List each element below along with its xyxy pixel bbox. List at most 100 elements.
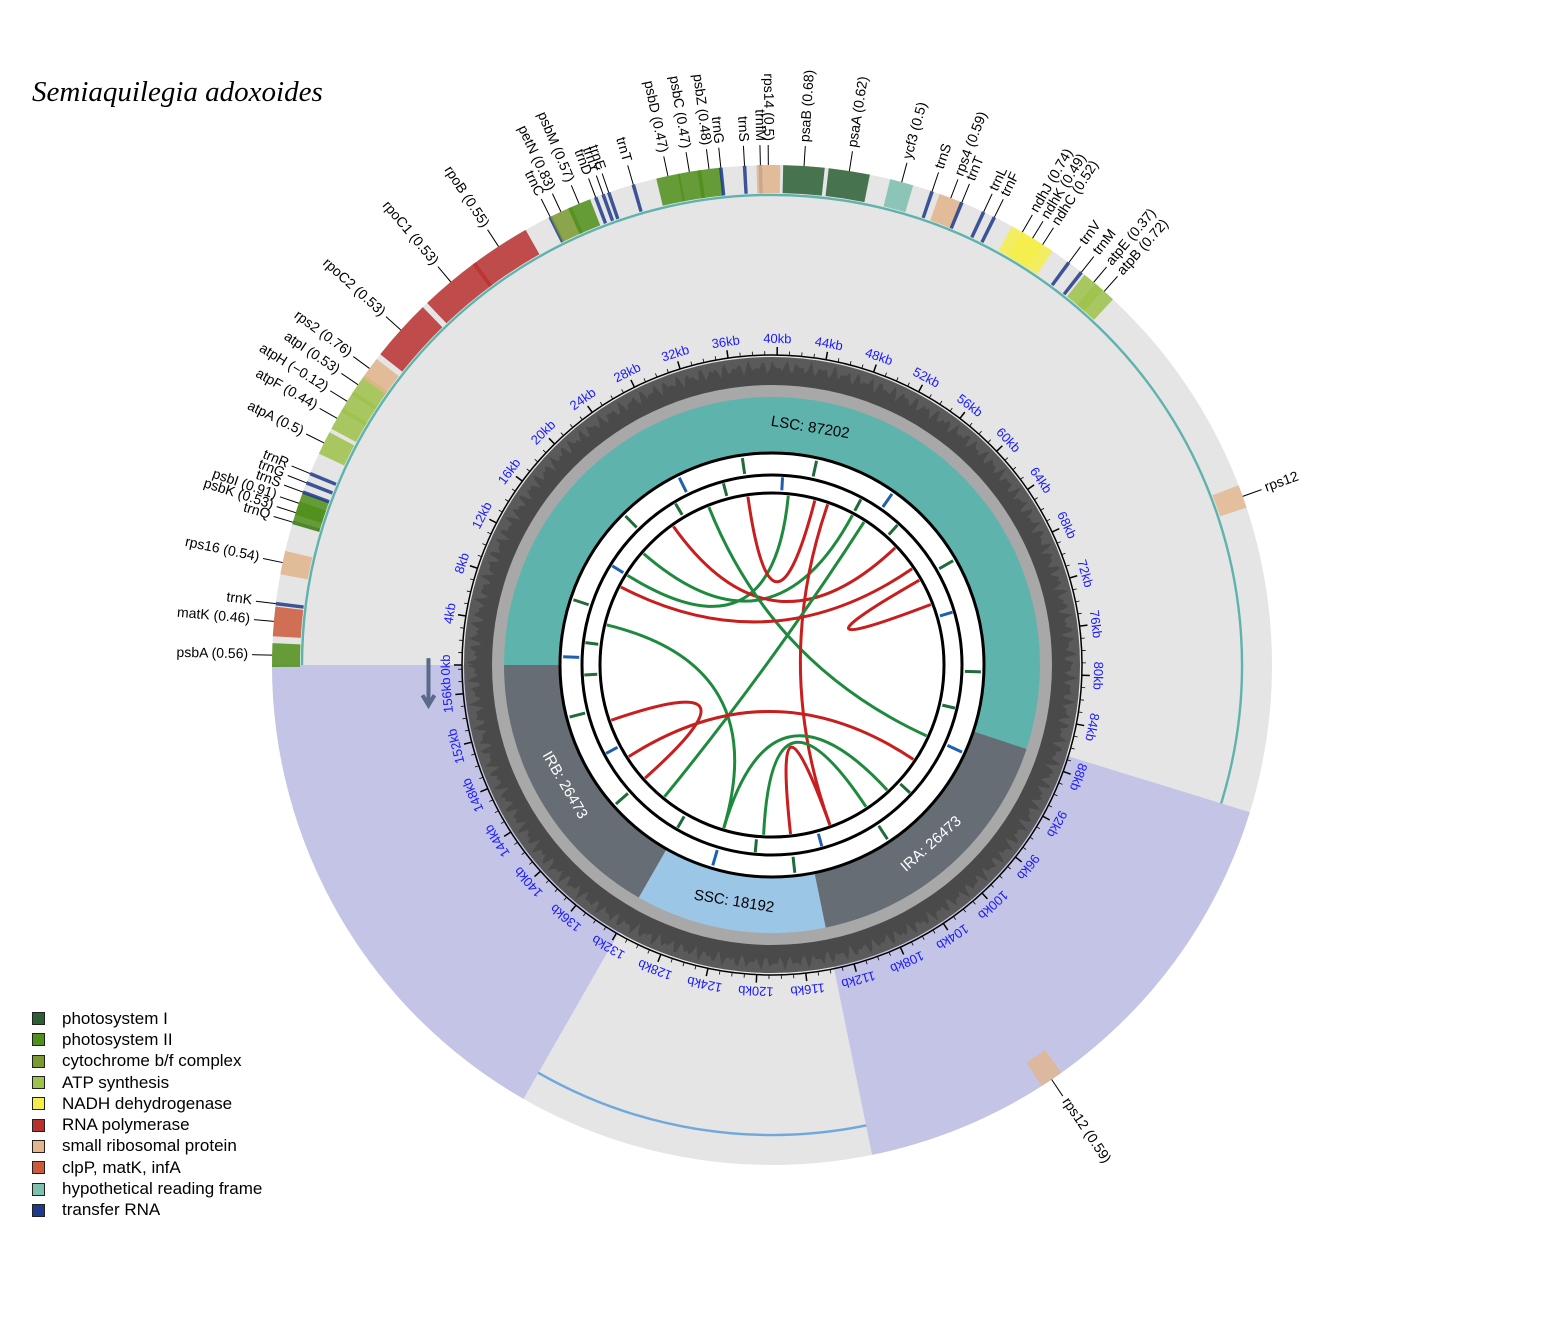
legend-swatch [32,1139,45,1153]
tick-label: 120kb [738,983,774,1000]
tick [563,896,567,901]
gene-leader [437,266,452,283]
repeat-chord [663,521,866,798]
gene-leader [273,515,293,523]
repeat-chord [798,503,832,826]
tick [1022,846,1027,850]
gene-block [921,190,934,219]
repeat-mark [711,849,719,866]
inner-layer [420,451,986,879]
tick [474,765,479,768]
tick [1027,484,1035,491]
region-band [504,665,667,898]
tick [1004,457,1009,461]
tick [482,543,487,546]
tick-label: 156kb [438,677,456,714]
tick [1079,624,1088,627]
repeat-mark [881,493,894,508]
repeat-chord [784,745,832,835]
legend-label: clpP, matK, infA [62,1157,181,1177]
tick [1078,711,1083,713]
tick [1012,466,1017,471]
tick [636,944,639,949]
legend-swatch [32,1012,45,1026]
gene-block [427,262,493,324]
tick-label: 40kb [763,331,791,346]
tick-label: 116kb [790,980,826,999]
tick [494,810,499,814]
tick [647,949,650,954]
tick [611,932,618,941]
gene-label: psbA (0.56) [176,644,248,661]
repeat-mark [584,672,598,677]
inner-disk [560,453,984,877]
region-line [537,1071,867,1137]
tick [1051,527,1060,533]
gene-block [980,216,996,244]
tick [1058,782,1063,785]
gene-leader [983,193,993,213]
tick [1053,793,1058,797]
tick [1067,759,1072,762]
tick [932,929,936,934]
repeat-mark [569,711,586,719]
repeat-mark [614,792,629,806]
repeat-mark [674,502,684,516]
gene-layer [272,165,1247,1087]
region-band [638,848,826,933]
tick [817,971,820,976]
gene-block [380,307,443,372]
tick [1040,507,1045,511]
gene-leader [291,465,311,475]
gene-block [272,643,301,667]
gene-leader [742,145,746,166]
tick-label: 124kb [686,973,724,995]
tick [694,965,697,970]
tick [702,358,705,363]
tick [1069,575,1078,579]
tick [630,379,636,388]
legend-item: cytochrome b/f complex [32,1051,262,1072]
tick-label: 80kb [1090,661,1106,690]
tick [455,692,464,696]
repeat-mark [624,514,638,529]
repeat-mark [611,564,625,574]
repeat-mark [677,477,688,493]
legend-item: RNA polymerase [32,1114,262,1135]
gene-leader [705,149,710,170]
tick [469,578,474,581]
direction-arrow [420,658,437,710]
repeat-mark [816,833,824,847]
legend-label: RNA polymerase [62,1115,190,1135]
tick [1034,497,1038,501]
tick [928,394,932,399]
tick [593,919,597,924]
tick [462,717,467,720]
tick [579,416,583,420]
tick [896,377,899,382]
tick [471,753,476,756]
tick [670,958,673,963]
gene-block [1050,261,1071,287]
tick [1007,866,1011,870]
inner-ring [598,491,946,839]
gene-label: psbC (0.47) [667,75,695,150]
legend-item: ATP synthesis [32,1072,262,1093]
gene-leader [279,496,300,504]
gene-block [305,481,334,495]
tick [457,613,467,617]
legend-item: NADH dehydrogenase [32,1093,262,1114]
gene-leader [685,152,690,172]
repeat-chord [707,506,928,738]
gene-label: rpoC1 (0.53) [380,197,443,268]
legend-label: hypothetical reading frame [62,1179,263,1199]
gene-block [656,173,685,206]
gene-leader [950,179,959,199]
tick [1048,804,1053,808]
gene-leader [255,600,276,605]
tick [1073,735,1078,738]
tick-label: 8kb [451,551,472,576]
tick [666,368,669,373]
tick [464,729,470,732]
